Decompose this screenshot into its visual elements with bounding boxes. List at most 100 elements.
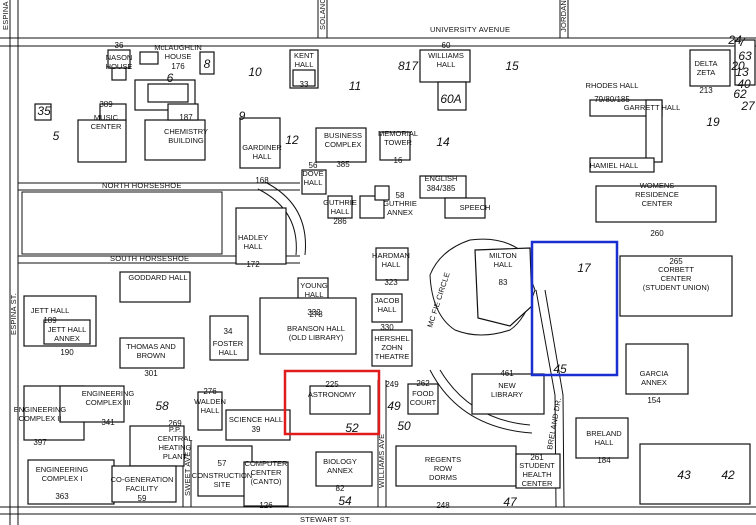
building-label: ZETA xyxy=(697,68,716,77)
lot-number: 27 xyxy=(740,99,756,113)
lot-number: 52 xyxy=(345,421,359,435)
street-espina-st: ESPINA ST. xyxy=(9,293,18,335)
building-label: KENT xyxy=(294,51,314,60)
building-number: 36 xyxy=(115,41,124,50)
building-number: 190 xyxy=(60,348,74,357)
building-label: GARCIA xyxy=(640,369,669,378)
lot-number: 15 xyxy=(505,59,519,73)
building-label: CENTRAL xyxy=(157,434,192,443)
building-label: HALL xyxy=(378,305,397,314)
building-label: TOWER xyxy=(384,138,412,147)
building-label: HALL xyxy=(494,260,513,269)
building-label: COMPUTER xyxy=(245,459,289,468)
building-number: 249 xyxy=(385,380,399,389)
building-number: 189 xyxy=(43,316,57,325)
building-speech: SPEECH xyxy=(460,203,491,212)
building-number: 248 xyxy=(436,501,450,510)
building-label: ENGLISH xyxy=(425,174,458,183)
building-hamiel: HAMIEL HALL xyxy=(590,161,639,170)
building-label: HALL xyxy=(331,207,350,216)
building-label: BRANSON HALL xyxy=(287,324,345,333)
lot-number: 58 xyxy=(155,399,169,413)
building-label: LIBRARY xyxy=(491,390,523,399)
street-university-ave: UNIVERSITY AVENUE xyxy=(430,25,510,34)
building-label: GARRETT HALL xyxy=(624,103,681,112)
building-label: HALL xyxy=(244,242,263,251)
lot-number: 12 xyxy=(285,133,299,147)
building-label: NEW xyxy=(498,381,516,390)
lot-number: 47 xyxy=(503,495,518,509)
street-sweet-ave: SWEET AVE. xyxy=(183,449,192,496)
lot-number: 817 xyxy=(398,59,419,73)
building-label: ENGINEERING xyxy=(36,465,89,474)
building-label: (CANTO) xyxy=(250,477,282,486)
lot-number: 9 xyxy=(239,109,246,123)
building-label: GODDARD HALL xyxy=(128,273,187,282)
building-label: SPEECH xyxy=(460,203,491,212)
building-label: SITE xyxy=(214,480,231,489)
building-number: 184 xyxy=(597,456,611,465)
lot-number: 43 xyxy=(677,468,691,482)
building-label: REGENTS xyxy=(425,455,461,464)
building-label: HERSHEL xyxy=(374,334,409,343)
building-number: 323 xyxy=(384,278,398,287)
lot-number: 10 xyxy=(248,65,262,79)
building-label: THOMAS AND xyxy=(126,342,176,351)
building-label: ZOHN xyxy=(381,343,402,352)
building-label: ENGINEERING xyxy=(82,389,135,398)
street-stewart-st: STEWART ST. xyxy=(300,515,351,524)
building-label: GUTHRIE xyxy=(383,199,417,208)
lot-number: 6 xyxy=(167,71,174,85)
building-label: CENTER xyxy=(661,274,692,283)
building-branson: BRANSON HALL(OLD LIBRARY)278 xyxy=(287,310,345,342)
building-label: ANNEX xyxy=(54,334,80,343)
building-label: ASTRONOMY xyxy=(308,390,356,399)
building-number: 286 xyxy=(333,217,347,226)
lot-number: 49 xyxy=(387,399,401,413)
building-label: BUILDING xyxy=(168,136,204,145)
building-label: WALDEN xyxy=(194,397,226,406)
lot-number: 50 xyxy=(397,419,411,433)
lot-number: 20 xyxy=(730,59,745,73)
building-number: 39 xyxy=(252,425,261,434)
lot-number: 62 xyxy=(733,87,747,101)
building-number: 385 xyxy=(336,160,350,169)
building-label: COMPLEX I xyxy=(42,474,83,483)
building-label: (STUDENT UNION) xyxy=(643,283,710,292)
building-label: ANNEX xyxy=(641,378,667,387)
highlight-blue-box xyxy=(530,240,619,377)
street-north-horseshoe: NORTH HORSESHOE xyxy=(102,181,182,190)
building-label: DOVE xyxy=(302,169,323,178)
building-label: HALL xyxy=(295,60,314,69)
building-label: COURT xyxy=(410,398,437,407)
building-label: ANNEX xyxy=(327,466,353,475)
lot-number: 40 xyxy=(737,77,751,91)
lot-number: 60A xyxy=(440,92,461,106)
lot-number: 54 xyxy=(338,494,352,508)
building-label: P.P. xyxy=(169,425,181,434)
